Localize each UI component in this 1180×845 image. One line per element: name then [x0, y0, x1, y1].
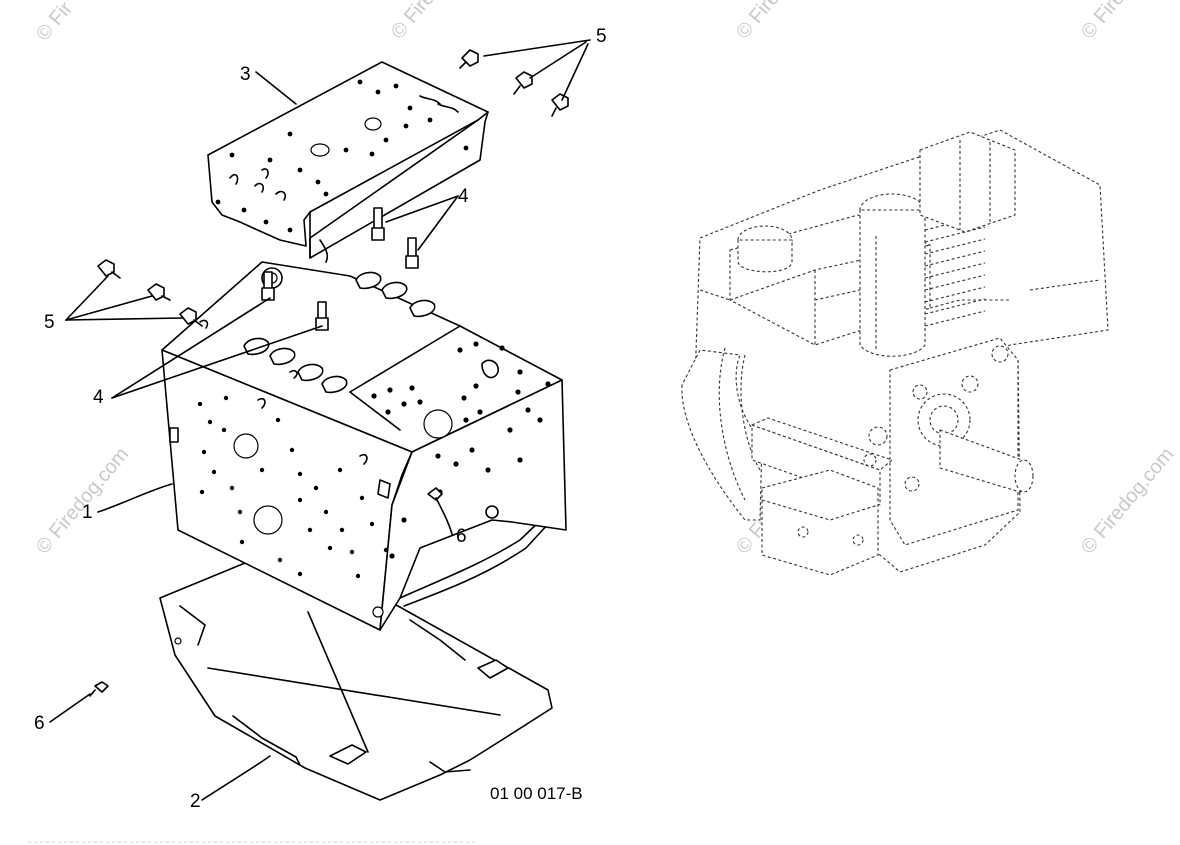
callout-5: 5: [44, 312, 55, 333]
callout-5: 5: [596, 26, 607, 47]
engine-reference-outline: [681, 129, 1109, 576]
callout-4: 4: [458, 186, 469, 207]
callout-6: 6: [456, 526, 467, 547]
callout-2: 2: [190, 791, 201, 812]
watermark: © Firedog.com: [1077, 443, 1178, 558]
part-1-main-frame: [161, 261, 567, 631]
callout-3: 3: [240, 64, 251, 85]
callout-labels: 5 3 4 5 4 1 6 6 2 01 00 017-B: [34, 26, 607, 812]
watermark: © Firedog.com: [732, 0, 833, 43]
frame-hole-pattern: [197, 395, 389, 579]
drawing-code: 01 00 017-B: [490, 784, 583, 803]
watermark: © Firedog.com: [387, 0, 488, 43]
frame-right-hole-pattern: [371, 341, 551, 559]
watermark-corner: © Fir: [32, 0, 77, 45]
part-2-bottom-pan: [159, 555, 553, 801]
callout-4: 4: [93, 387, 104, 408]
part-3-top-cover: [207, 61, 489, 263]
watermark: © Firedog.com: [1077, 0, 1178, 43]
callout-1: 1: [82, 502, 93, 523]
callout-6: 6: [34, 713, 45, 734]
watermark: © Firedog.com: [32, 443, 133, 558]
cover-hole-pattern: [215, 79, 469, 233]
leader-lines: [49, 39, 591, 801]
fasteners: [89, 49, 569, 697]
